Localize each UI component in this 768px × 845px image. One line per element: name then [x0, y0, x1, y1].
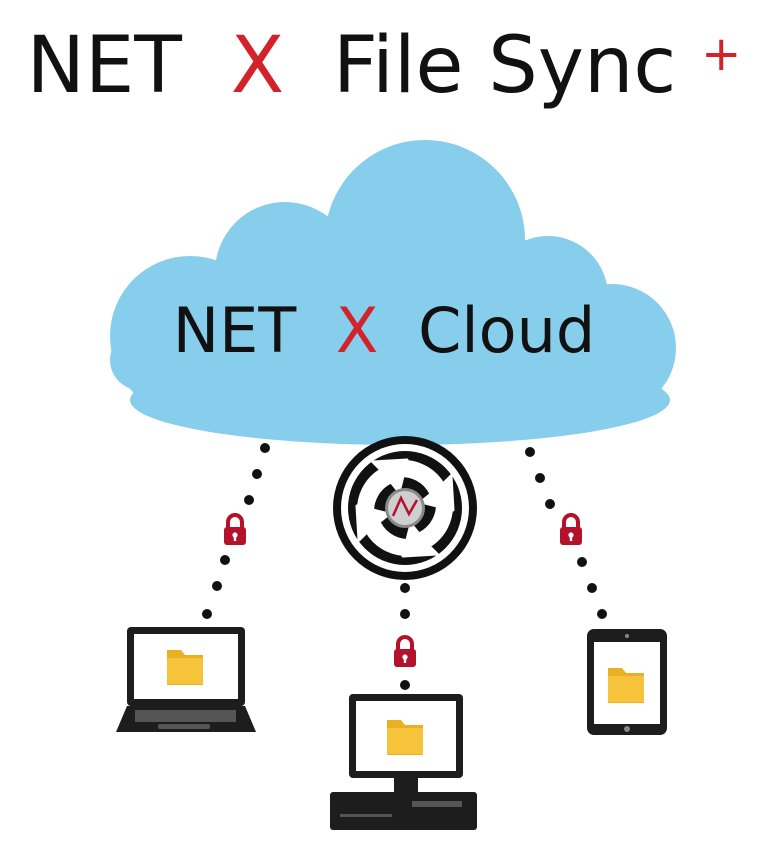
title-file-sync: File Sync [333, 21, 676, 111]
cloud-label: NET X Cloud [173, 294, 595, 367]
connector-middle [400, 583, 410, 690]
padlock-icon-left [224, 513, 246, 545]
cloud-net: NET [173, 294, 298, 367]
page-title: NET X File Sync + [27, 21, 742, 111]
padlock-icon-right [560, 513, 582, 545]
connector-right [525, 447, 607, 619]
connector-left [202, 443, 270, 619]
folder-icon-desktop [387, 720, 423, 755]
title-x: X [231, 21, 284, 111]
cloud-word: Cloud [418, 294, 595, 367]
title-plus: + [701, 26, 741, 82]
folder-icon-tablet [608, 668, 644, 703]
sync-arrows-icon [333, 436, 477, 580]
cloud-x: X [336, 294, 378, 367]
title-net: NET [27, 21, 183, 111]
desktop-computer-icon [330, 694, 477, 830]
padlock-icon-middle [394, 635, 416, 667]
cloud-shape [110, 140, 676, 445]
folder-icon-laptop [167, 650, 203, 685]
